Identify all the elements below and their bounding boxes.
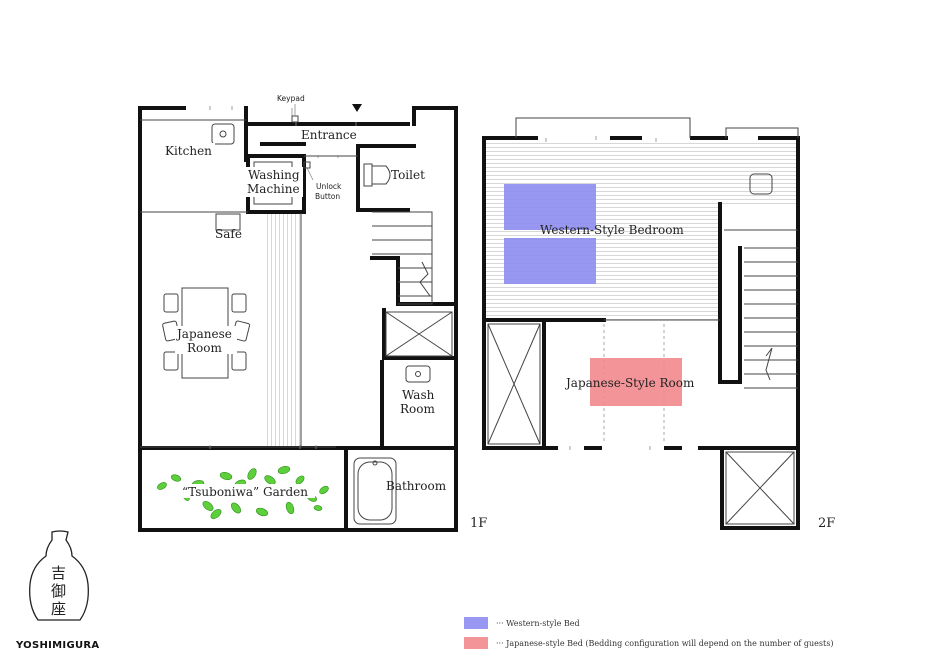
washing-machine-label-2: Machine: [247, 182, 300, 196]
tatami-strip: [265, 213, 301, 447]
gourd-logo-icon: [29, 530, 89, 621]
toilet-fixture: [363, 163, 391, 187]
floor-1-label: 1F: [470, 516, 487, 531]
safe-label: Safe: [215, 227, 242, 241]
entrance-arrow-icon: [352, 104, 362, 112]
logo-name: YOSHIMIGURA: [15, 640, 99, 651]
legend-swatch-japanese: [464, 637, 488, 649]
wash-room-label-2: Room: [400, 402, 435, 416]
armchair: [749, 173, 773, 195]
unlock-button-label-2: Button: [315, 192, 340, 201]
garden-label: “Tsuboniwa” Garden: [182, 485, 308, 499]
western-bed-2: [504, 238, 596, 284]
logo-kanji-2: 御: [51, 582, 66, 600]
kitchen-sink: [211, 123, 235, 145]
staircase-1f: [372, 211, 433, 305]
floor-2-label: 2F: [818, 516, 835, 531]
japanese-room-label-1: Japanese: [175, 327, 232, 341]
western-bed-1: [504, 184, 596, 230]
wash-room-sink: [405, 365, 431, 383]
entrance-label: Entrance: [301, 128, 357, 142]
wash-room-label-1: Wash: [402, 388, 435, 402]
washing-machine-label-1: Washing: [248, 168, 300, 182]
logo-kanji-1: 吉: [51, 564, 66, 582]
unlock-button-label-1: Unlock: [316, 182, 342, 191]
western-bedroom-label: Western-Style Bedroom: [540, 223, 684, 237]
legend-western-label: ··· Western-style Bed: [496, 619, 580, 628]
bathroom-label: Bathroom: [386, 479, 447, 493]
logo: 吉 御 座 YOSHIMIGURA: [15, 530, 99, 651]
logo-kanji-3: 座: [51, 600, 66, 618]
legend-japanese-label: ··· Japanese-style Bed (Bedding configur…: [496, 639, 833, 648]
bathtub: [353, 457, 397, 525]
japanese-room-label-2: Room: [187, 341, 222, 355]
japanese-bed: [590, 358, 682, 406]
japanese-style-room-label: Japanese-Style Room: [564, 376, 695, 390]
kitchen-label: Kitchen: [165, 144, 212, 158]
toilet-label: Toilet: [391, 168, 425, 182]
keypad-label: Keypad: [277, 94, 305, 103]
legend-swatch-western: [464, 617, 488, 629]
floor-1: Kitchen Keypad Entrance Washing Machine …: [138, 94, 487, 532]
storage-box-2f: [487, 323, 795, 525]
safe-box: [215, 213, 241, 231]
legend: ··· Western-style Bed ··· Japanese-style…: [464, 617, 833, 649]
staircase-2f: [724, 229, 798, 389]
storage-box-1f: [385, 311, 453, 357]
floor-2: Western-Style Bedroom Japanese-Style Roo…: [482, 117, 835, 531]
